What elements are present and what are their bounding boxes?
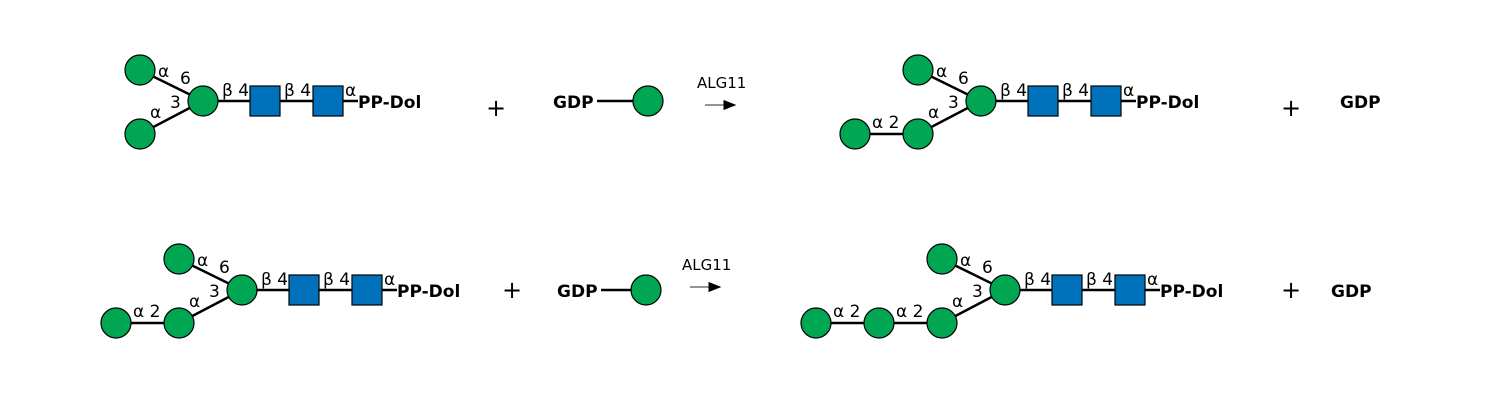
linkage-label: 6 [958,69,969,89]
linkage-label: α [928,103,939,123]
linkage-label: α 2 [896,302,923,322]
aglycone-label: PP-Dol [1160,282,1223,302]
linkage-label: α 2 [133,302,160,322]
gdp-label: GDP [1340,93,1381,113]
linkage-label: β 4 [284,81,311,101]
mannose-circle-icon [124,54,156,86]
linkage-label: β 4 [1000,81,1027,101]
linkage-label: 3 [948,93,959,113]
linkage-label: α [936,62,947,82]
mannose-circle-icon [989,274,1021,306]
linkage-label: α [1147,270,1158,290]
linkage-label: α [384,270,395,290]
linkage-label: β 4 [1086,270,1113,290]
plus-sign: + [1281,276,1301,304]
mannose-circle-icon [632,85,664,117]
mannose-circle-icon [863,307,895,339]
linkage-label: β 4 [323,270,350,290]
glcnac-square-icon [1114,274,1146,306]
mannose-circle-icon [100,307,132,339]
mannose-circle-icon [902,118,934,150]
linkage-label: α [345,81,356,101]
mannose-circle-icon [124,118,156,150]
plus-sign: + [502,276,522,304]
gdp-label: GDP [1331,282,1372,302]
linkage-label: β 4 [1062,81,1089,101]
linkage-label: α [960,251,971,271]
linkage-label: 3 [209,282,220,302]
enzyme-label: ALG11 [682,256,731,274]
glcnac-square-icon [249,85,281,117]
enzyme-label: ALG11 [697,74,746,92]
mannose-circle-icon [163,243,195,275]
linkage-label: β 4 [222,81,249,101]
mannose-circle-icon [926,307,958,339]
glcnac-square-icon [312,85,344,117]
mannose-circle-icon [800,307,832,339]
gdp-label: GDP [557,282,598,302]
gdp-label: GDP [553,93,594,113]
linkage-label: 6 [982,258,993,278]
linkage-label: α [197,251,208,271]
mannose-circle-icon [839,118,871,150]
linkage-label: α [158,62,169,82]
linkage-label: α [952,292,963,312]
mannose-circle-icon [902,54,934,86]
glcnac-square-icon [1027,85,1059,117]
linkage-label: α [189,292,200,312]
linkage-label: 3 [170,93,181,113]
mannose-circle-icon [926,243,958,275]
mannose-circle-icon [226,274,258,306]
linkage-label: α [1123,81,1134,101]
mannose-circle-icon [630,274,662,306]
aglycone-label: PP-Dol [397,282,460,302]
glcnac-square-icon [351,274,383,306]
mannose-circle-icon [163,307,195,339]
aglycone-label: PP-Dol [358,93,421,113]
mannose-circle-icon [965,85,997,117]
linkage-label: β 4 [261,270,288,290]
glcnac-square-icon [1090,85,1122,117]
plus-sign: + [1281,94,1301,122]
linkage-label: α 2 [833,302,860,322]
glcnac-square-icon [1051,274,1083,306]
linkage-label: α [150,103,161,123]
linkage-label: β 4 [1024,270,1051,290]
linkage-label: 6 [219,258,230,278]
aglycone-label: PP-Dol [1136,93,1199,113]
plus-sign: + [486,94,506,122]
linkage-label: α 2 [872,113,899,133]
linkage-label: 6 [180,69,191,89]
linkage-label: 3 [972,282,983,302]
mannose-circle-icon [187,85,219,117]
glcnac-square-icon [288,274,320,306]
